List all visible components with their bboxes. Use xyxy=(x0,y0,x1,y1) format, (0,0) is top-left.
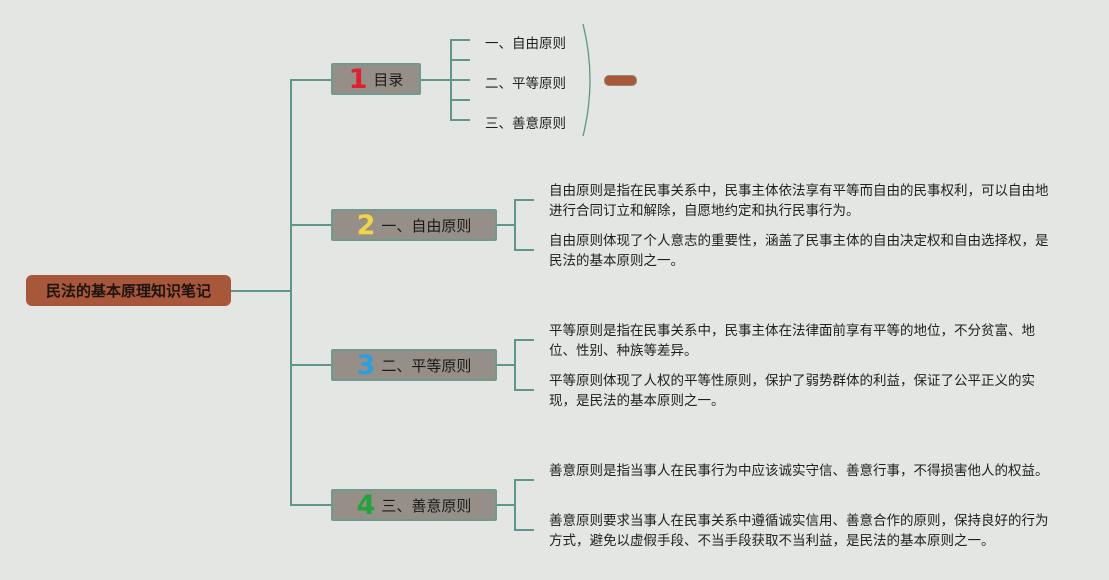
detail-text: 平等原则体现了人权的平等性原则，保护了弱势群体的利益，保证了公平正义的实现，是民… xyxy=(549,373,1035,409)
connector-detail xyxy=(497,224,515,226)
number-2-icon: 2 xyxy=(356,209,376,241)
detail-text: 善意原则要求当事人在民事关系中遵循诚实信用、善意合作的原则，保持良好的行为方式，… xyxy=(549,513,1049,549)
connector-detail-1 xyxy=(514,199,534,201)
root-node[interactable]: 民法的基本原理知识笔记 xyxy=(26,275,231,306)
connector-toc-2 xyxy=(450,79,470,81)
root-label: 民法的基本原理知识笔记 xyxy=(45,282,211,300)
connector-branch-4 xyxy=(290,504,331,506)
toc-item[interactable]: 三、善意原则 xyxy=(485,116,566,132)
connector-detail-2 xyxy=(514,529,534,531)
toc-item[interactable]: 二、平等原则 xyxy=(485,76,566,92)
connector-detail-1 xyxy=(514,339,534,341)
connector-toc-mid-1 xyxy=(450,59,470,61)
connector-branch-3 xyxy=(290,364,331,366)
connector-branch-1 xyxy=(290,79,331,81)
detail-text: 善意原则是指当事人在民事行为中应该诚实守信、善意行事，不得损害他人的权益。 xyxy=(549,463,1049,479)
toc-item[interactable]: 一、自由原则 xyxy=(485,36,566,52)
branch-label: 三、善意原则 xyxy=(381,496,472,515)
number-4-icon: 4 xyxy=(356,489,376,521)
connector-toc-mid-2 xyxy=(450,99,470,101)
summary-brace xyxy=(582,23,591,137)
summary-node[interactable] xyxy=(604,75,637,86)
connector-detail-2 xyxy=(514,249,534,251)
connector-trunk xyxy=(290,80,292,505)
number-1-icon: 1 xyxy=(348,63,368,95)
detail-text: 自由原则体现了个人意志的重要性，涵盖了民事主体的自由决定权和自由选择权，是民法的… xyxy=(549,233,1049,269)
branch-label: 一、自由原则 xyxy=(381,216,472,235)
branch-node-equality[interactable]: 3 二、平等原则 xyxy=(331,349,497,381)
number-3-icon: 3 xyxy=(356,349,376,381)
connector-detail-bracket xyxy=(514,479,516,530)
connector-detail xyxy=(497,364,515,366)
connector-toc xyxy=(421,79,451,81)
connector-detail xyxy=(497,504,515,506)
connector-toc-1 xyxy=(450,39,470,41)
connector-detail-1 xyxy=(514,479,534,481)
connector-detail-bracket xyxy=(514,199,516,250)
branch-node-toc[interactable]: 1 目录 xyxy=(331,63,421,95)
detail-text: 平等原则是指在民事关系中，民事主体在法律面前享有平等的地位，不分贫富、地位、性别… xyxy=(549,323,1035,359)
connector-branch-2 xyxy=(290,224,331,226)
branch-node-good-faith[interactable]: 4 三、善意原则 xyxy=(331,489,497,521)
connector-toc-3 xyxy=(450,119,470,121)
branch-label: 二、平等原则 xyxy=(381,356,472,375)
connector-detail-2 xyxy=(514,389,534,391)
branch-label: 目录 xyxy=(373,70,404,89)
connector-detail-bracket xyxy=(514,339,516,390)
connector-root xyxy=(231,290,291,292)
detail-text: 自由原则是指在民事关系中，民事主体依法享有平等而自由的民事权利，可以自由地进行合… xyxy=(549,183,1049,219)
branch-node-freedom[interactable]: 2 一、自由原则 xyxy=(331,209,497,241)
